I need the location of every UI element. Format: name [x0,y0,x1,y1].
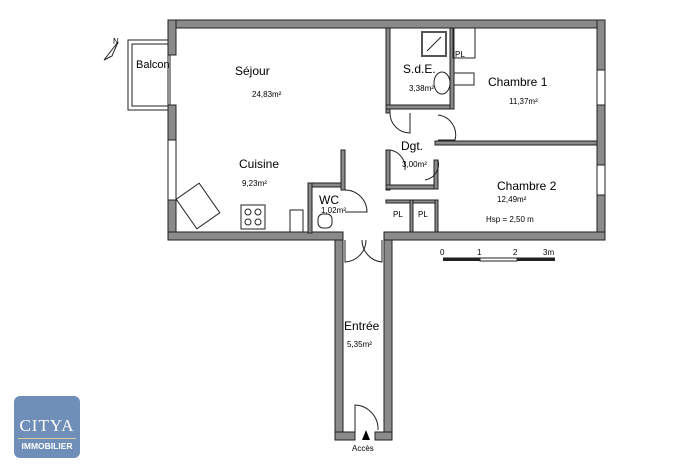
entrance-door [354,404,379,432]
citya-logo: CITYA IMMOBILIER [14,396,80,458]
wall-left [167,104,177,141]
wall-entree-right [383,239,393,441]
scale-tick: 3m [543,248,554,257]
pl-label: PL [455,50,465,59]
shelf [453,72,475,86]
burner [254,208,262,216]
stove-icon [240,204,266,230]
logo-brand: CITYA [19,416,75,435]
wall-bottom-left [167,231,344,241]
wall-sde-right [449,27,455,110]
burner [254,218,262,226]
room-area-dgt: 3,00m² [402,160,427,169]
sink-icon [433,71,451,95]
door [389,112,411,134]
wall-dgt-bottom [385,184,439,190]
room-area-cuisine: 9,23m² [242,179,267,188]
window [596,69,606,106]
wall-dgt-right [433,159,439,190]
compass-icon [103,41,119,61]
scale-tick: 1 [477,248,482,257]
room-label-chambre-2: Chambre 2 [497,179,557,193]
wall-entree-left [334,239,344,441]
wall-pl [434,199,439,233]
room-area-entree: 5,35m² [347,340,372,349]
wall-left [167,19,177,56]
wall-entree-bottom [334,431,356,441]
room-area-chambre-2: 12,49m² [497,195,527,204]
balcony-outline [127,39,171,111]
wall-chambres [434,140,598,146]
room-label-entree: Entrée [344,319,380,333]
sink-icon [175,182,221,230]
wall-partial [340,149,346,191]
room-label-dgt: Dgt. [401,139,423,153]
room-label-sde: S.d.E. [403,62,436,76]
room-label-chambre-1: Chambre 1 [488,75,548,89]
wall-entree-bottom [374,431,393,441]
scale-tick: 0 [440,248,445,257]
scale-bar [443,257,555,262]
room-label-sejour: Séjour [235,64,270,78]
wall-right [596,19,606,241]
logo-sub: IMMOBILIER [18,438,76,451]
door [361,239,383,263]
shower-line [426,36,442,52]
pl-label: PL [418,210,428,219]
room-area-chambre-1: 11,37m² [509,97,538,106]
wall-pl [409,199,414,233]
door [344,189,368,213]
door [424,159,440,181]
burner [244,218,252,226]
entrance-arrow-icon [362,430,370,440]
wall-bottom-right [383,231,606,241]
room-area-wc: 1,02m² [321,206,346,215]
wall-interior [385,27,391,114]
wall-wc [307,182,313,234]
door [389,149,406,171]
wall-sde-bottom [385,104,455,110]
shower-icon [421,31,447,57]
toilet-icon [317,213,333,229]
burner [244,208,252,216]
door [437,114,457,141]
room-area-sde: 3,38m² [409,84,434,93]
shelf [289,209,304,232]
room-area-sejour: 24,83m² [252,90,282,99]
ceiling-height: Hsp = 2,50 m [486,215,534,224]
wall-wc [307,182,345,188]
window [167,139,177,201]
scale-tick: 2 [513,248,518,257]
balcony-inner [131,43,169,107]
room-label-wc: WC [319,193,339,207]
wall-top [167,19,606,29]
room-label-balcon: Balcon [136,59,170,71]
window [596,164,606,196]
room-label-cuisine: Cuisine [239,157,279,171]
entrance-label: Accès [352,444,374,453]
compass-label: N [113,37,119,46]
door [344,239,367,263]
pl-box [452,27,476,59]
pl-label: PL [393,210,403,219]
wall-interior [385,149,391,191]
